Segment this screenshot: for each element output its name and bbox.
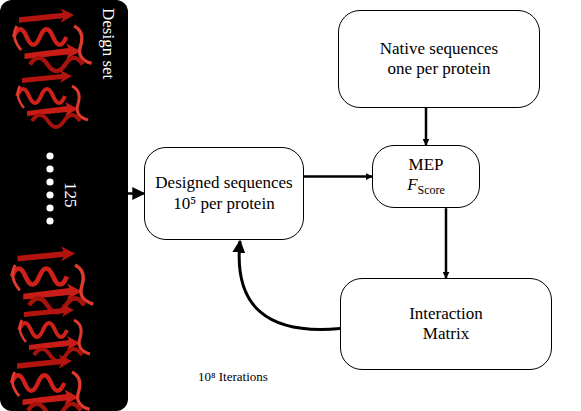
flow-arrow <box>128 192 144 195</box>
process-box: MEPFScore <box>372 145 480 208</box>
edge-label: 10⁸ Iterations <box>196 369 270 385</box>
box-text: Interaction Matrix <box>391 304 501 345</box>
flow-arrow <box>239 241 340 330</box>
formula-symbol: F <box>407 175 417 194</box>
protein-ribbon <box>12 247 94 313</box>
ellipsis-dot <box>46 204 53 211</box>
count-label: 125 <box>60 182 80 208</box>
ellipsis-dot <box>46 152 53 159</box>
protein-ribbon <box>17 70 88 127</box>
flow-arrow <box>425 108 428 145</box>
box-text: MEP <box>409 155 444 175</box>
formula-line: FScore <box>407 175 445 198</box>
protein-ribbon <box>12 354 90 411</box>
process-box: Designed sequences 10⁵ per protein <box>144 147 304 240</box>
formula-subscript: Score <box>418 184 445 198</box>
box-text: Native sequences one per protein <box>374 39 504 80</box>
design-set-panel: Design set 125 <box>0 0 128 411</box>
box-text: Designed sequences 10⁵ per protein <box>154 173 294 214</box>
flow-arrow <box>445 208 448 278</box>
protein-ribbon <box>14 8 92 71</box>
process-box: Interaction Matrix <box>340 278 552 370</box>
ellipsis-dot <box>46 191 53 198</box>
panel-title: Design set <box>98 8 118 79</box>
flow-arrow <box>304 175 372 178</box>
process-box: Native sequences one per protein <box>338 10 540 108</box>
ellipsis-dot <box>46 165 53 172</box>
protein-ribbon <box>19 304 90 361</box>
ellipsis-dot <box>46 217 53 224</box>
ellipsis-dot <box>46 178 53 185</box>
